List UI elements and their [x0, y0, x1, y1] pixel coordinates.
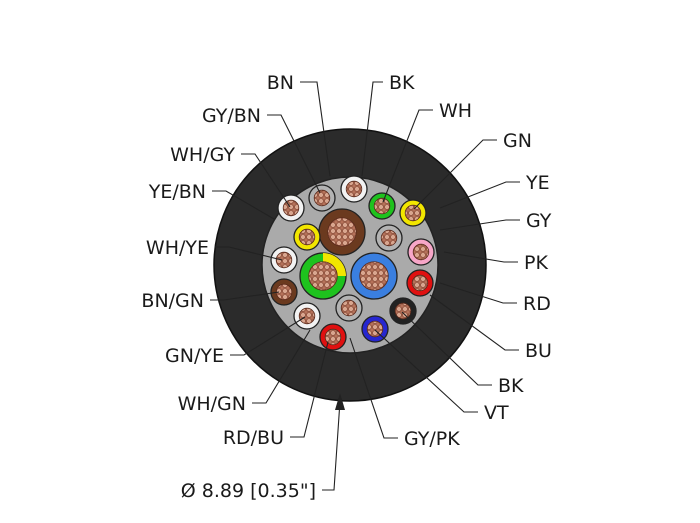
label-gy-bn: GY/BN [202, 105, 261, 127]
conductor-bu-large [350, 252, 398, 300]
label-bk-bottom: BK [498, 375, 524, 397]
label-wh-gn: WH/GN [178, 393, 246, 415]
label-bn: BN [267, 72, 294, 94]
conductor-bk-top [340, 175, 368, 203]
label-wh: WH [439, 100, 472, 122]
conductor-rd [406, 269, 434, 297]
conductor-gn [368, 192, 396, 220]
conductors [270, 175, 435, 351]
conductor-bn-large [318, 208, 366, 256]
conductor-wh-gn [293, 302, 321, 330]
label-bu: BU [525, 340, 552, 362]
label-gy-pk: GY/PK [404, 428, 460, 450]
conductor-wh-gy [277, 194, 305, 222]
label-pk: PK [524, 252, 548, 274]
conductor-ye [399, 199, 427, 227]
label-wh-gy: WH/GY [170, 144, 235, 166]
label-bk-top: BK [389, 72, 415, 94]
label-bn-gn: BN/GN [141, 290, 204, 312]
conductor-wh-ye [270, 246, 298, 274]
label-vt: VT [484, 402, 509, 424]
label-rd-bu: RD/BU [223, 427, 284, 449]
label-ye-bn: YE/BN [148, 181, 206, 203]
label-rd: RD [523, 293, 551, 315]
conductor-gy [375, 224, 403, 252]
diameter-label: Ø 8.89 [0.35"] [181, 480, 316, 502]
label-wh-ye: WH/YE [146, 237, 209, 259]
conductor-pk [407, 238, 435, 266]
conductor-gy-pk [335, 294, 363, 322]
leader-lines [210, 81, 520, 491]
conductor-rd-bu [319, 323, 347, 351]
label-gy: GY [526, 210, 552, 232]
label-gn: GN [503, 130, 532, 152]
label-gn-ye: GN/YE [165, 345, 224, 367]
conductor-ye-bn [293, 223, 321, 251]
conductor-bk-bottom [389, 297, 417, 325]
conductor-bn-gn [270, 278, 298, 306]
conductor-gy-bn [308, 184, 336, 212]
label-ye: YE [525, 172, 550, 194]
conductor-gn-ye [299, 252, 347, 300]
